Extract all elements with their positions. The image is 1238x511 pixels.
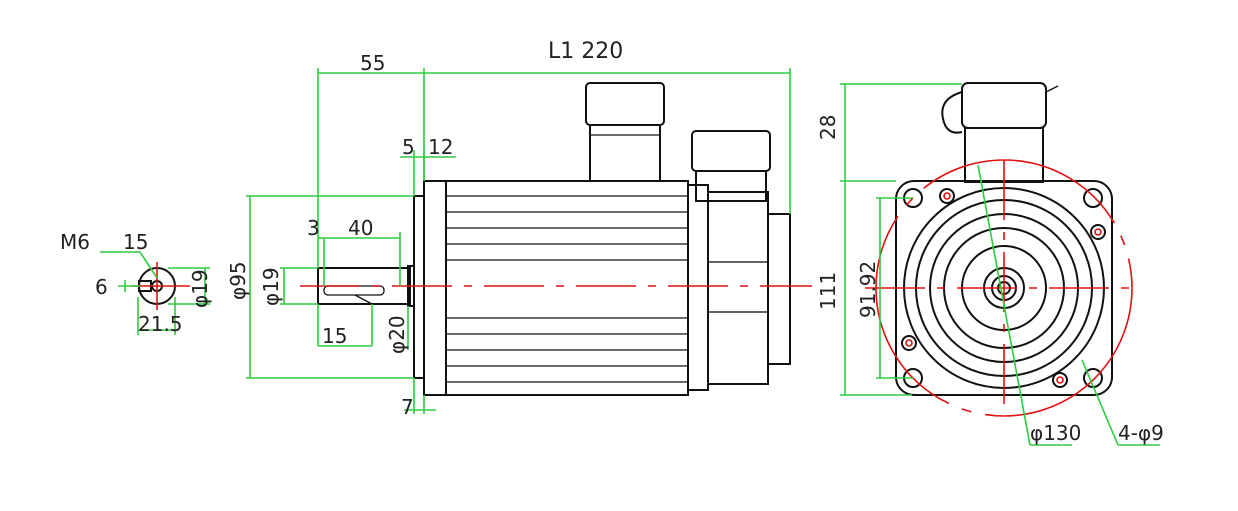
- shaft-end-diameter-label: φ19: [188, 269, 212, 308]
- mount-holes-label: 4-φ9: [1118, 421, 1164, 445]
- spigot-diameter-label: φ95: [226, 261, 250, 300]
- key-from-end-label: 15: [322, 324, 347, 348]
- thread-label: M6: [60, 230, 90, 254]
- total-length-label: L1 220: [548, 39, 623, 64]
- side-view: L1 220 55 5 12 3 40 15 7 φ95 φ19 φ20: [226, 39, 812, 419]
- spigot-length-label: 12: [428, 135, 453, 159]
- bolt-circle-label: φ130: [1030, 421, 1081, 445]
- shaft-diameter-label: φ19: [259, 267, 283, 306]
- key-offset-label: 3: [307, 216, 320, 240]
- flange-edge-label: 7: [401, 395, 414, 419]
- flange-thickness-label: 5: [402, 135, 415, 159]
- flange-square-label: 111: [816, 272, 840, 310]
- shoulder-diameter-label: φ20: [385, 315, 409, 354]
- key-width-label: 6: [95, 275, 108, 299]
- thread-depth-label: 15: [123, 230, 148, 254]
- front-view: 28 111 91.92 φ130 4-φ9: [816, 82, 1164, 446]
- shaft-end-view: M6 15 6 21.5 φ19: [60, 230, 212, 336]
- key-height-label: 21.5: [138, 312, 183, 336]
- key-length-label: 40: [348, 216, 373, 240]
- flange-offset-label: 55: [360, 51, 385, 75]
- body-fins: [446, 195, 688, 383]
- connector-height-label: 28: [816, 115, 840, 140]
- hole-spacing-label: 91.92: [856, 261, 880, 318]
